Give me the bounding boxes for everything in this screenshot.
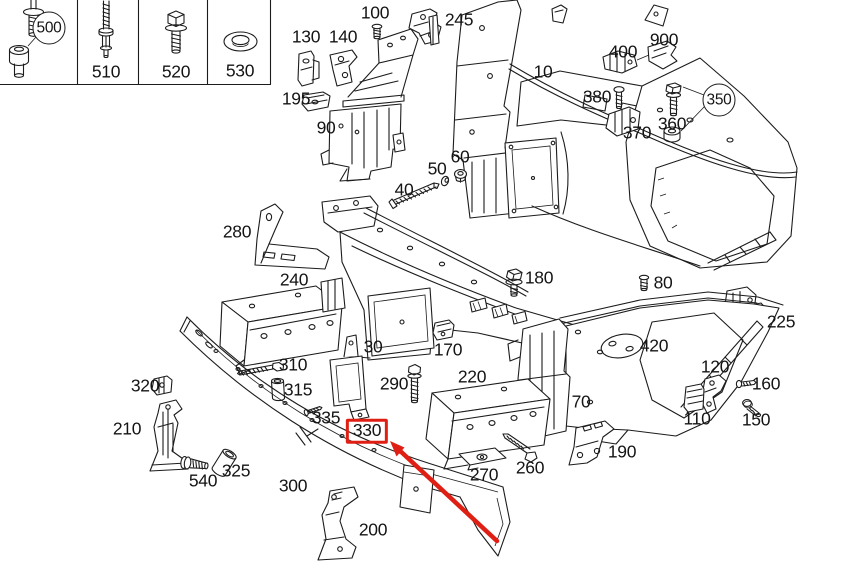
part-label-220[interactable]: 220 [457,366,487,387]
part-label-240[interactable]: 240 [279,269,309,290]
part-370-clamp [605,106,641,137]
part-label-300[interactable]: 300 [278,475,308,496]
part-label-400[interactable]: 400 [608,41,638,62]
part-label-70[interactable]: 70 [571,391,591,412]
part-label-270[interactable]: 270 [469,464,499,485]
part-label-245[interactable]: 245 [444,9,474,30]
callout-arrow-head [390,441,405,457]
legend-fastener-530-icon [223,31,258,52]
part-label-120[interactable]: 120 [700,356,730,377]
legend-fastener-500-icon [8,0,45,78]
part-130-bracket [297,50,320,87]
part-label-100[interactable]: 100 [360,2,390,23]
part-label-360[interactable]: 360 [657,113,687,134]
callout-arrow-line [394,445,500,544]
part-290-mounting-plate [329,334,370,421]
part-label-180[interactable]: 180 [524,267,554,288]
part-310-screw [236,361,285,376]
part-190-bracket [568,420,615,466]
part-label-370[interactable]: 370 [622,122,652,143]
part-140-bracket [329,49,358,87]
part-270-plate [458,447,507,471]
part-label-190[interactable]: 190 [607,441,637,462]
part-label-210[interactable]: 210 [112,418,142,439]
part-label-540[interactable]: 540 [188,470,218,491]
part-label-225[interactable]: 225 [766,311,796,332]
part-label-170[interactable]: 170 [433,339,463,360]
part-label-320[interactable]: 320 [130,375,160,396]
legend-fastener-510-icon [98,0,114,59]
part-label-530[interactable]: 530 [225,60,255,81]
part-label-350[interactable]: 350 [702,83,736,117]
part-350-bolt [665,82,706,132]
part-280-bracket [254,203,330,270]
part-label-380[interactable]: 380 [582,86,612,107]
part-label-60[interactable]: 60 [450,146,470,167]
part-40-screw [388,182,440,210]
part-label-130[interactable]: 130 [291,26,321,47]
part-label-510[interactable]: 510 [91,61,121,82]
part-label-195[interactable]: 195 [281,88,311,109]
part-320-clip [151,375,173,396]
part-150-screw [742,399,762,418]
part-label-315[interactable]: 315 [283,379,313,400]
part-240-bracket [219,285,343,375]
part-540-bolt [180,455,209,470]
part-label-330[interactable]: 330 [345,418,389,444]
part-260-bolt [502,433,538,463]
part-label-150[interactable]: 150 [741,409,771,430]
part-360-nut [663,126,681,143]
part-80-bolt [638,274,650,292]
part-180-bolt [505,268,523,297]
part-335-screw [303,406,323,417]
part-label-80[interactable]: 80 [653,272,673,293]
part-label-110[interactable]: 110 [683,408,711,429]
part-label-30[interactable]: 30 [363,336,383,357]
part-100-bolt [371,23,383,40]
part-315-spacer [270,377,286,402]
part-200-bracket [317,486,359,561]
part-195-clip [301,91,331,112]
part-220-crash-box [425,378,551,470]
part-label-200[interactable]: 200 [358,519,388,540]
part-label-335[interactable]: 335 [311,407,341,428]
part-label-90[interactable]: 90 [316,117,336,138]
part-380-screw [613,86,625,110]
part-label-520[interactable]: 520 [161,61,191,82]
part-label-50[interactable]: 50 [427,158,447,179]
part-label-325[interactable]: 325 [221,460,251,481]
part-290-bolt [407,363,422,404]
legend-grid [0,0,272,86]
legend-fastener-520-icon [164,10,188,54]
part-400-clamp [602,50,650,74]
part-label-900[interactable]: 900 [649,29,679,50]
part-label-310[interactable]: 310 [278,354,308,375]
part-300-bumper-reinforcement [179,316,511,557]
callout-arrow [390,441,500,544]
part-50-washer [440,175,450,187]
part-60-nut [453,169,468,183]
part-label-500[interactable]: 500 [32,11,66,45]
part-110-bracket [683,383,705,413]
part-label-160[interactable]: 160 [751,373,781,394]
part-label-40[interactable]: 40 [394,179,414,200]
part-label-140[interactable]: 140 [328,26,358,47]
part-245-bracket [408,8,442,46]
part-900-plate [647,40,678,70]
part-label-290[interactable]: 290 [379,373,409,394]
assembly-90-side-member [320,28,419,182]
part-label-10[interactable]: 10 [533,61,553,82]
part-170-clip [432,319,455,341]
assembly-10-front-panel [452,0,798,271]
part-label-420[interactable]: 420 [639,335,669,356]
part-label-260[interactable]: 260 [515,457,545,478]
part-160-screw [735,379,757,389]
part-325-sleeve [211,448,237,477]
part-label-280[interactable]: 280 [222,221,252,242]
